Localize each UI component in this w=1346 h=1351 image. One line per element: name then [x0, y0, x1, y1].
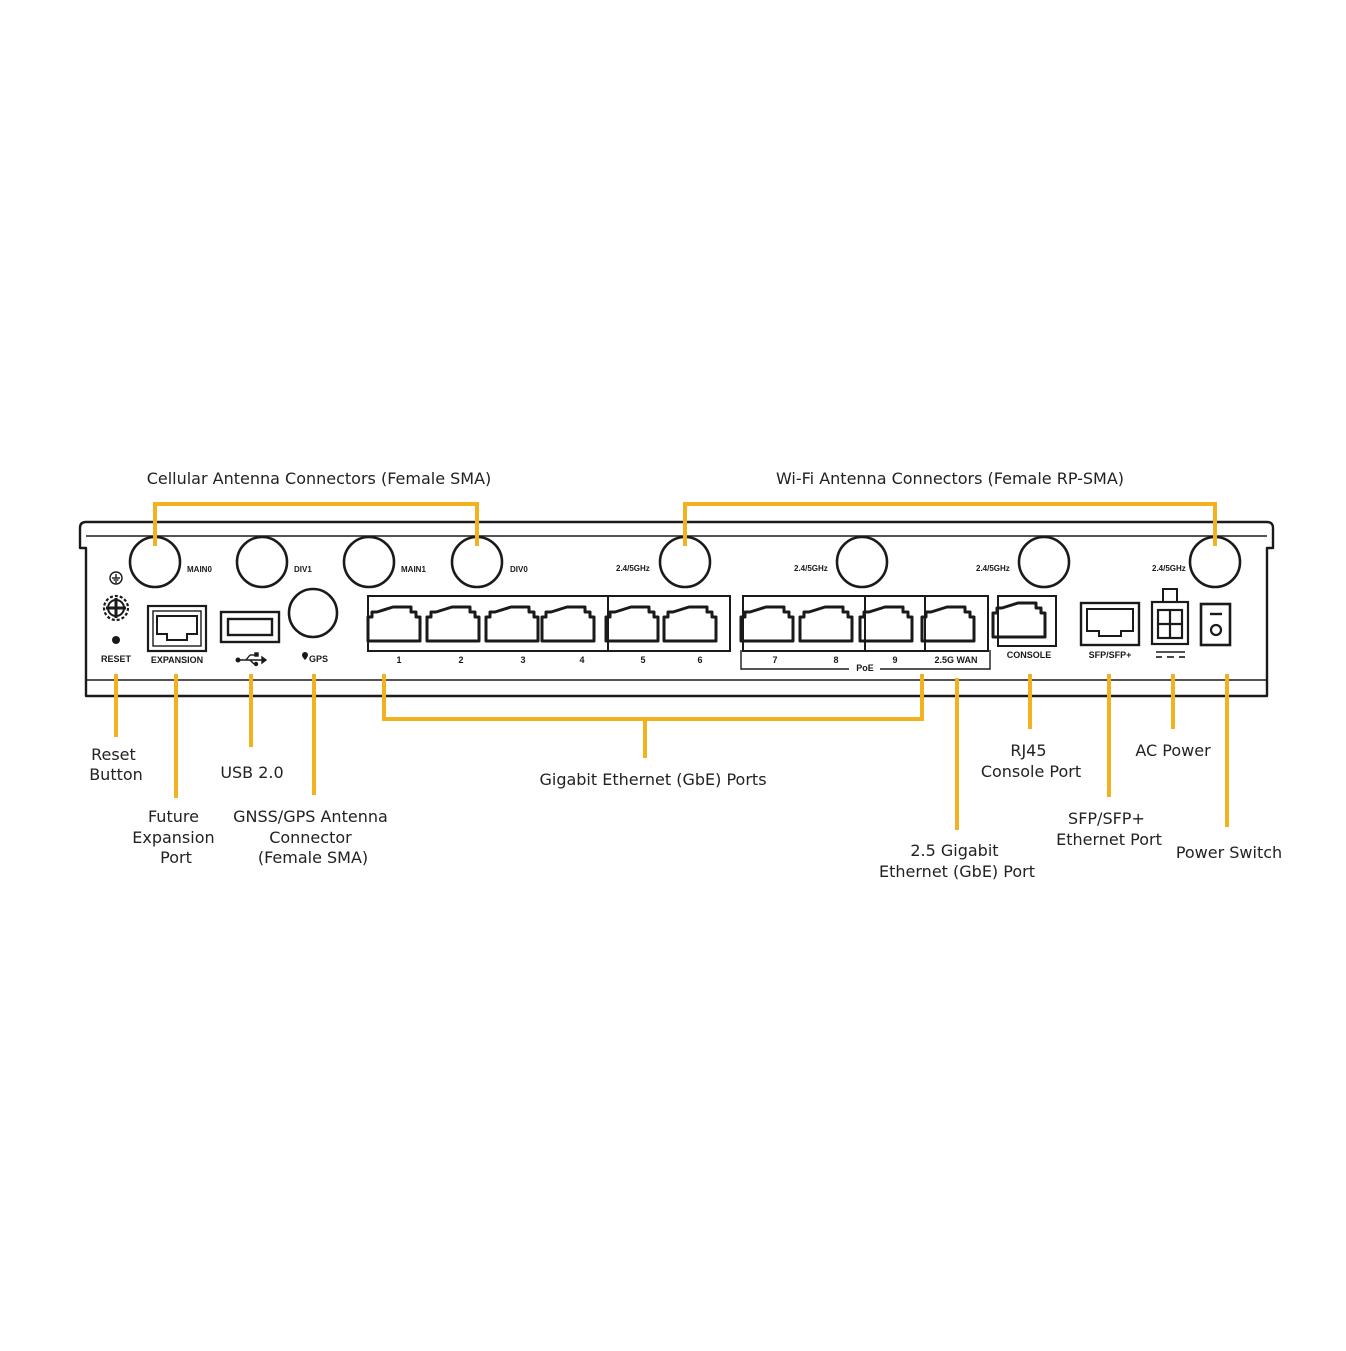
antenna-label-div0: DIV0 — [510, 565, 528, 574]
port-number-1: 1 — [396, 655, 401, 665]
sfp-port[interactable] — [1079, 601, 1141, 647]
ethernet-block-7-wan — [742, 595, 989, 652]
console-panel-label: CONSOLE — [1007, 650, 1052, 660]
port-number-9: 9 — [892, 655, 897, 665]
callout-gbe: Gigabit Ethernet (GbE) Ports — [539, 770, 766, 789]
cellular-antenna-main1 — [342, 535, 396, 589]
rj45-port-6[interactable] — [662, 605, 718, 643]
rj45-port-1[interactable] — [366, 605, 422, 643]
wifi-antenna-3 — [1017, 535, 1071, 589]
antenna-label-wifi2: 2.4/5GHz — [794, 564, 828, 573]
rj45-port-9[interactable] — [858, 605, 914, 643]
antenna-label-wifi4: 2.4/5GHz — [1152, 564, 1186, 573]
ac-power-connector — [1150, 588, 1190, 646]
callout-reset: Reset Button — [89, 745, 143, 784]
antenna-label-wifi1: 2.4/5GHz — [616, 564, 650, 573]
reset-panel-label: RESET — [101, 654, 132, 664]
callout-sfp: SFP/SFP+ Ethernet Port — [1056, 809, 1162, 849]
grounding-screw-icon — [102, 594, 130, 622]
power-switch[interactable] — [1199, 602, 1232, 647]
port-number-6: 6 — [697, 655, 702, 665]
callout-console: RJ45 Console Port — [981, 741, 1081, 781]
gps-location-icon — [302, 652, 308, 660]
rj45-port-wan[interactable] — [920, 605, 976, 643]
rj45-console-port[interactable] — [991, 601, 1047, 639]
port-number-5: 5 — [640, 655, 645, 665]
rj45-port-7[interactable] — [739, 605, 795, 643]
rj45-ports — [366, 601, 1047, 643]
cellular-bracket — [153, 502, 479, 546]
callout-wifi: Wi-Fi Antenna Connectors (Female RP-SMA) — [776, 469, 1124, 488]
wifi-antenna-2 — [835, 535, 889, 589]
rj45-port-8[interactable] — [798, 605, 854, 643]
poe-bracket — [740, 650, 991, 670]
rj45-port-3[interactable] — [484, 605, 540, 643]
ethernet-block-1-6 — [367, 595, 731, 652]
wifi-bracket — [683, 502, 1217, 546]
callout-expansion: Future Expansion Port — [132, 807, 219, 867]
ground-icon — [109, 571, 123, 585]
dc-power-symbol-icon — [1156, 651, 1185, 658]
callout-gbe25: 2.5 Gigabit Ethernet (GbE) Port — [879, 841, 1035, 881]
rj45-port-2[interactable] — [425, 605, 481, 643]
device-chassis — [78, 520, 1275, 698]
port-number-7: 7 — [772, 655, 777, 665]
reset-button[interactable] — [112, 636, 120, 644]
cellular-antenna-div1 — [235, 535, 289, 589]
rj45-port-5[interactable] — [604, 605, 660, 643]
antenna-label-main0: MAIN0 — [187, 565, 212, 574]
antenna-label-wifi3: 2.4/5GHz — [976, 564, 1010, 573]
callout-cellular: Cellular Antenna Connectors (Female SMA) — [147, 469, 492, 488]
callout-usb: USB 2.0 — [220, 763, 283, 782]
port-number-8: 8 — [833, 655, 838, 665]
usb-port[interactable] — [219, 610, 281, 644]
port-number-3: 3 — [520, 655, 525, 665]
callout-gps: GNSS/GPS Antenna Connector (Female SMA) — [233, 807, 393, 867]
poe-panel-label: PoE — [856, 663, 874, 673]
sfp-panel-label: SFP/SFP+ — [1089, 650, 1132, 660]
console-port-frame — [997, 595, 1057, 647]
rj45-port-4[interactable] — [540, 605, 596, 643]
gps-panel-label: GPS — [309, 654, 328, 664]
expansion-port[interactable] — [146, 604, 208, 653]
wan-panel-label: 2.5G WAN — [934, 655, 977, 665]
port-number-4: 4 — [579, 655, 584, 665]
callout-lines — [114, 502, 1229, 830]
antenna-label-main1: MAIN1 — [401, 565, 426, 574]
usb-icon — [235, 652, 268, 667]
gps-antenna-connector — [287, 587, 339, 639]
port-number-2: 2 — [458, 655, 463, 665]
callout-ac: AC Power — [1135, 741, 1211, 760]
callout-power: Power Switch — [1176, 843, 1282, 862]
expansion-panel-label: EXPANSION — [151, 655, 203, 665]
antenna-label-div1: DIV1 — [294, 565, 312, 574]
gbe-bracket — [382, 674, 924, 721]
